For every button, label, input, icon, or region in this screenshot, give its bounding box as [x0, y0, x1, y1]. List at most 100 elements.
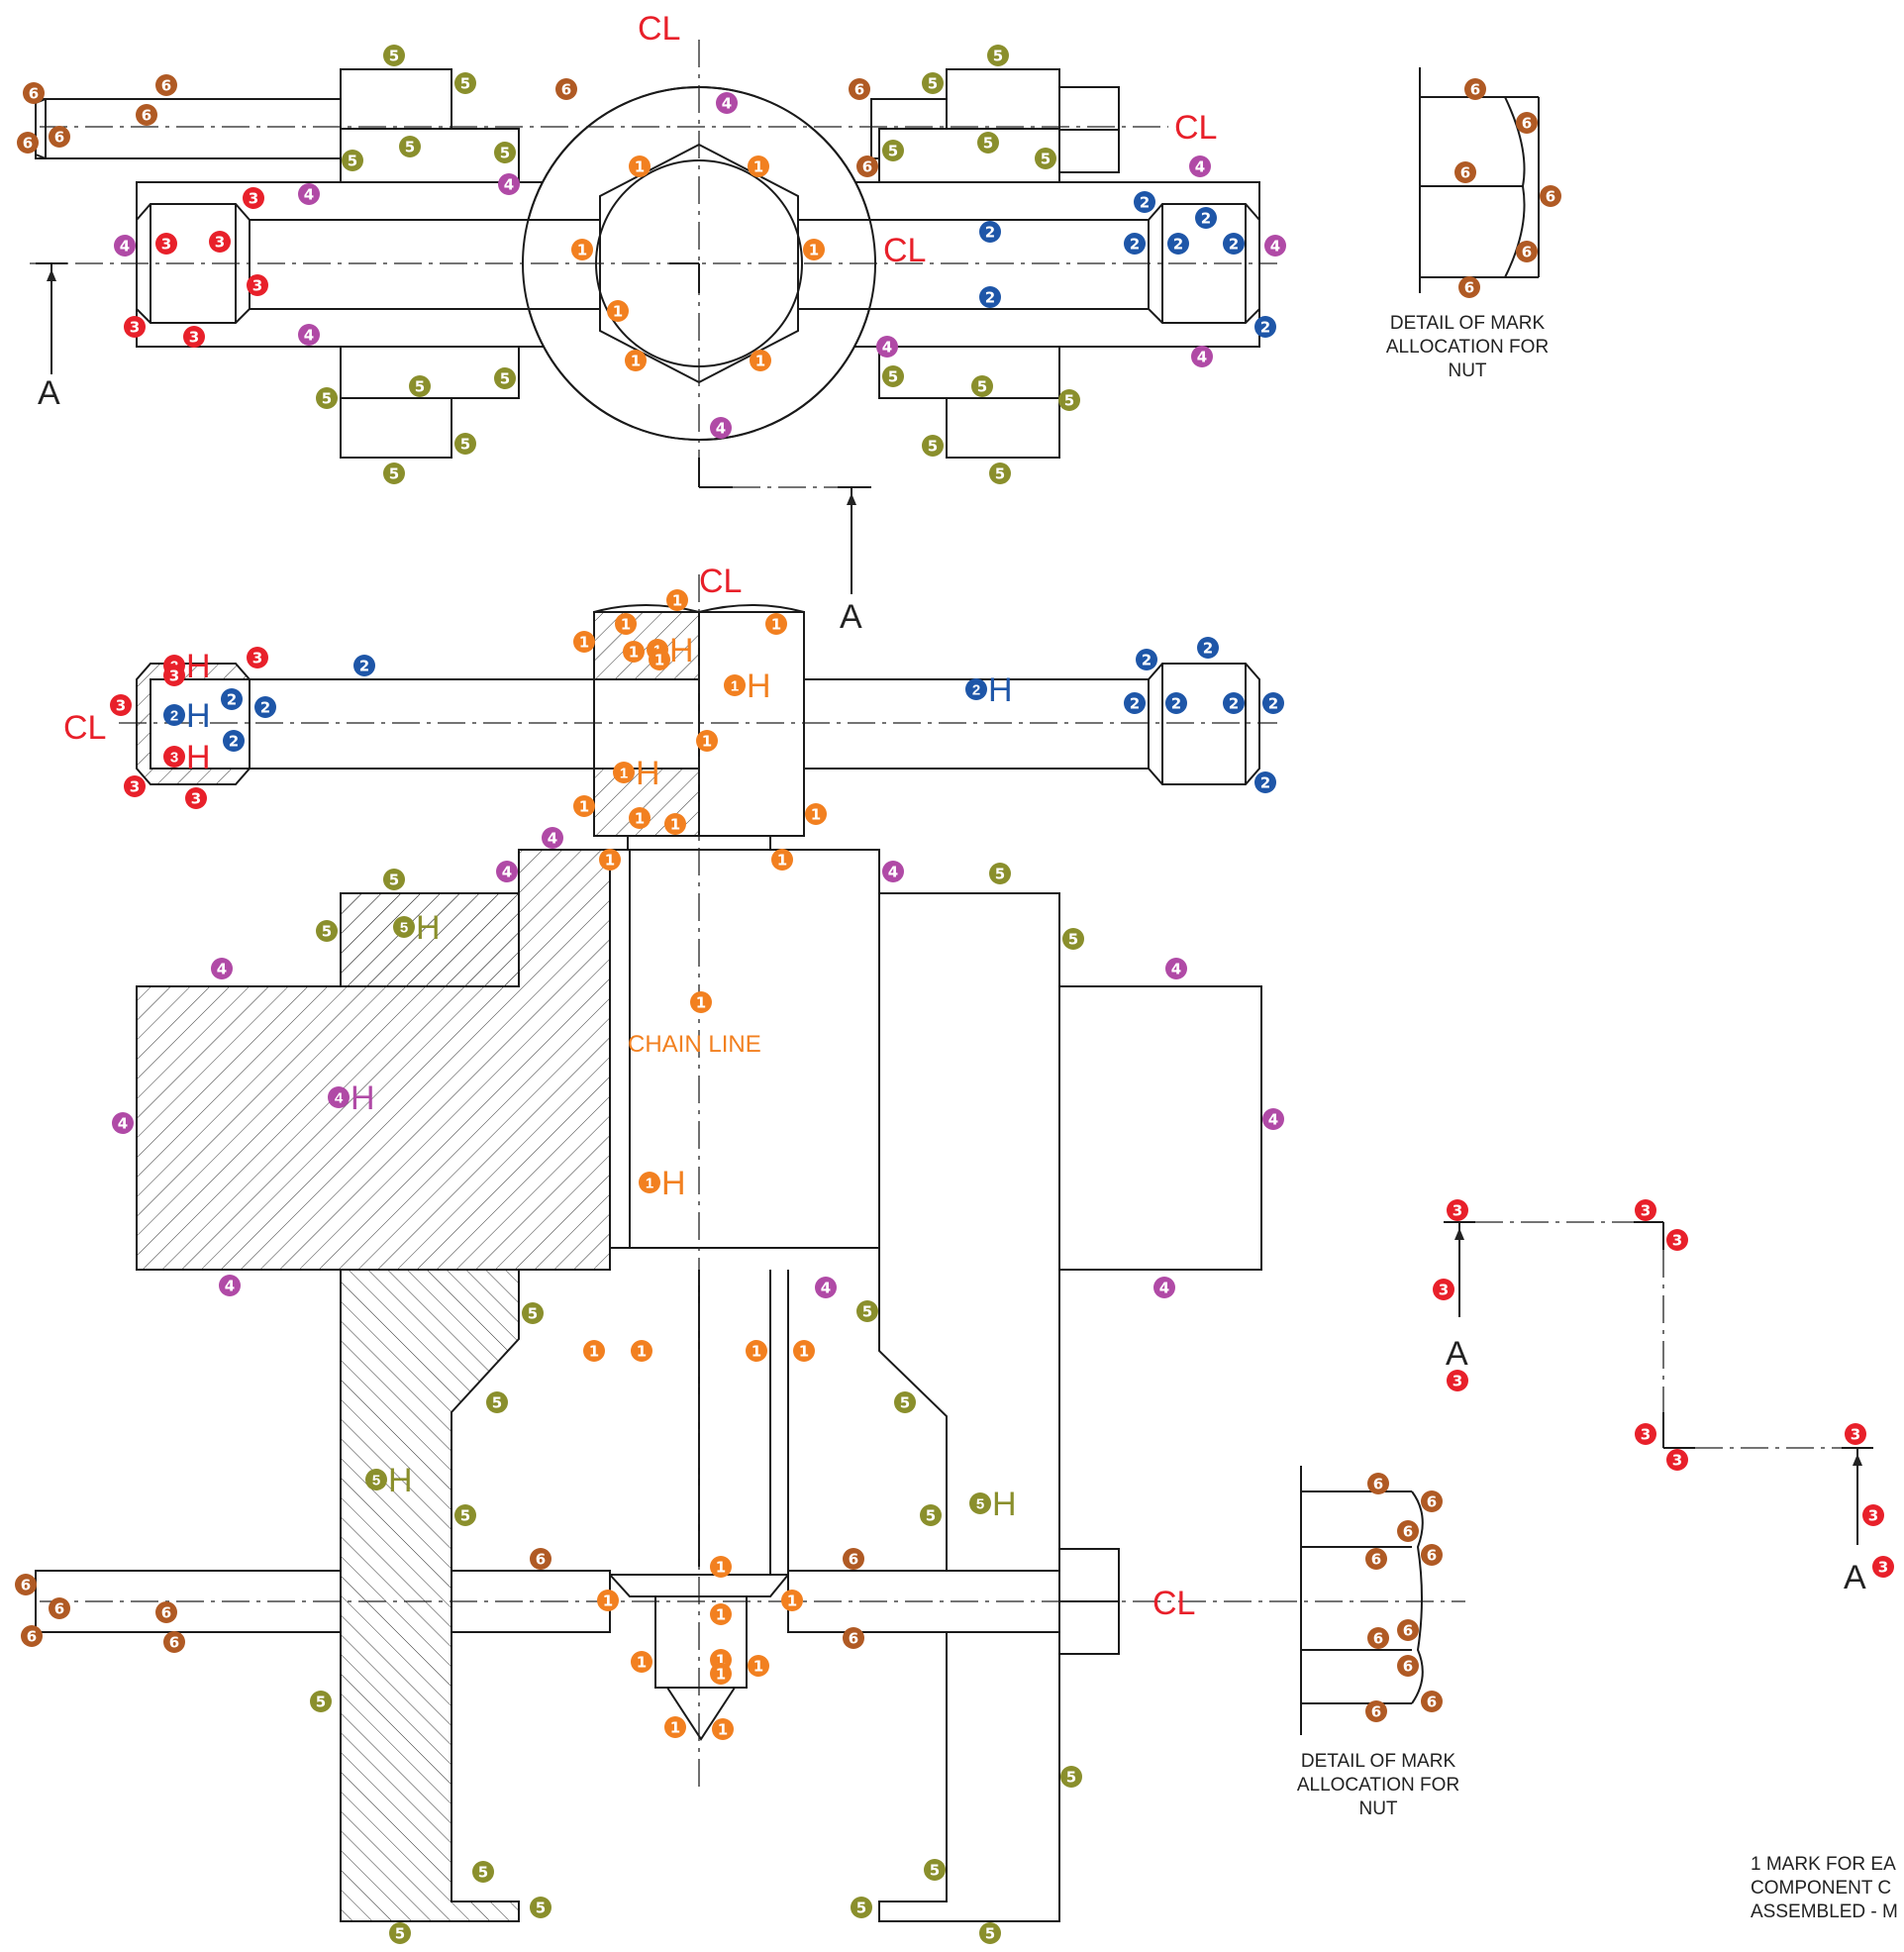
- mark-6-circle: 6: [555, 78, 577, 100]
- svg-text:6: 6: [1546, 188, 1555, 206]
- mark-1-circle: 1: [583, 1340, 605, 1362]
- svg-text:4: 4: [502, 864, 512, 881]
- mark-3-circle: 3: [124, 316, 146, 338]
- section-line-aa: [1444, 1221, 1873, 1545]
- mark-1-circle: 1: [623, 641, 645, 663]
- mark-6-circle: 6: [530, 1548, 551, 1570]
- svg-text:5: 5: [977, 378, 987, 396]
- mark-3-circle: 3: [1635, 1423, 1656, 1445]
- svg-text:5: 5: [930, 1862, 940, 1880]
- mark-6-circle: 6: [21, 1625, 43, 1647]
- mark-5-circle: 5: [399, 136, 421, 157]
- mark-5-circle: 5: [494, 367, 516, 389]
- mark-6-circle: 6: [1367, 1627, 1389, 1649]
- mark-6-circle: 6: [1367, 1473, 1389, 1494]
- mark-4-circle: 4: [815, 1277, 837, 1298]
- mark-1-circle: 1: [597, 1590, 619, 1611]
- mark-6-circle: 6: [1454, 161, 1476, 183]
- svg-text:2: 2: [227, 691, 237, 709]
- mark-5-circle: 5: [882, 140, 904, 161]
- svg-text:3: 3: [1878, 1559, 1888, 1577]
- svg-text:1: 1: [635, 158, 645, 176]
- svg-text:6: 6: [23, 135, 33, 153]
- svg-text:1: 1: [752, 1343, 761, 1361]
- svg-text:3: 3: [1641, 1426, 1651, 1444]
- svg-text:5: 5: [500, 145, 510, 162]
- mark-1-circle: 1: [649, 649, 670, 670]
- svg-text:6: 6: [849, 1551, 858, 1569]
- mark-3-circle: 3: [209, 231, 231, 253]
- svg-text:4: 4: [118, 1115, 128, 1133]
- svg-text:1: 1: [670, 1719, 680, 1737]
- plan-view: [30, 40, 1277, 594]
- h-label-text: H: [351, 1079, 375, 1117]
- mark-4-circle: 4: [112, 1112, 134, 1134]
- mark-1-circle: 1: [696, 730, 718, 752]
- mark-3-circle: 3: [1862, 1504, 1884, 1526]
- mark-2-circle: 2: [1167, 233, 1189, 255]
- mark-1-circle: 1: [573, 795, 595, 817]
- mark-5-circle: 5: [856, 1300, 878, 1322]
- svg-text:5: 5: [528, 1305, 538, 1323]
- mark-5-circle: 5: [454, 433, 476, 455]
- mark-4-circle: 4: [498, 173, 520, 195]
- mark-2-circle: 2: [1124, 233, 1146, 255]
- mark-5-circle: 5: [1060, 1766, 1082, 1788]
- mark-4-circle: 4: [710, 417, 732, 439]
- mark-6-circle: 6: [23, 82, 45, 104]
- svg-text:2: 2: [1173, 236, 1183, 254]
- svg-text:6: 6: [29, 85, 39, 103]
- svg-text:4: 4: [335, 1090, 344, 1107]
- cl-label: CL: [638, 10, 680, 48]
- mark-3-circle: 3: [155, 233, 177, 255]
- svg-text:4: 4: [716, 420, 726, 438]
- h-label-text: H: [388, 1462, 413, 1499]
- svg-text:3: 3: [252, 277, 262, 295]
- svg-text:3: 3: [1453, 1202, 1462, 1220]
- svg-text:1: 1: [718, 1721, 728, 1739]
- mark-3-circle: 3: [183, 326, 205, 348]
- mark-6-circle: 6: [1365, 1700, 1387, 1722]
- mark-1-circle: 1: [664, 1716, 686, 1738]
- detail-caption: NUT: [1358, 1798, 1397, 1819]
- svg-text:1: 1: [579, 798, 589, 816]
- svg-text:3: 3: [215, 234, 225, 252]
- svg-text:1: 1: [620, 766, 628, 782]
- mark-6-circle: 6: [1516, 112, 1538, 134]
- svg-text:3: 3: [249, 190, 258, 208]
- mark-3-circle: 3: [1666, 1449, 1688, 1471]
- mark-5-circle: 5: [530, 1897, 551, 1918]
- svg-text:5: 5: [1064, 392, 1074, 410]
- mark-6-circle: 6: [1516, 241, 1538, 262]
- mark-1-circle: 1: [710, 1603, 732, 1625]
- svg-text:5: 5: [856, 1900, 866, 1917]
- mark-5-circle: 5: [977, 132, 999, 154]
- mark-6-circle: 6: [17, 132, 39, 154]
- svg-text:5: 5: [926, 1507, 936, 1525]
- svg-text:4: 4: [1270, 238, 1280, 256]
- svg-text:1: 1: [577, 242, 587, 259]
- mark-5-circle: 5: [494, 142, 516, 163]
- svg-text:4: 4: [888, 864, 898, 881]
- mark-1-circle: 1: [765, 613, 787, 635]
- mark-5-circle: 5: [316, 387, 338, 409]
- mark-6-circle: 6: [1397, 1655, 1419, 1677]
- mark-6-circle: 6: [15, 1574, 37, 1595]
- svg-text:2: 2: [1260, 319, 1270, 337]
- section-block-right: [1058, 985, 1262, 1271]
- svg-text:1: 1: [589, 1343, 599, 1361]
- block-upper-right: [946, 68, 1060, 130]
- svg-text:1: 1: [702, 733, 712, 751]
- mark-4-circle: 4: [1189, 155, 1211, 177]
- mark-5-circle: 5: [454, 1504, 476, 1526]
- mark-2-circle: 2: [1165, 692, 1187, 714]
- svg-text:6: 6: [1470, 81, 1480, 99]
- svg-text:1: 1: [635, 810, 645, 828]
- svg-text:1: 1: [716, 1606, 726, 1624]
- svg-text:1: 1: [696, 994, 706, 1012]
- mark-5-circle: 5: [383, 45, 405, 66]
- cl-label: CL: [883, 232, 926, 269]
